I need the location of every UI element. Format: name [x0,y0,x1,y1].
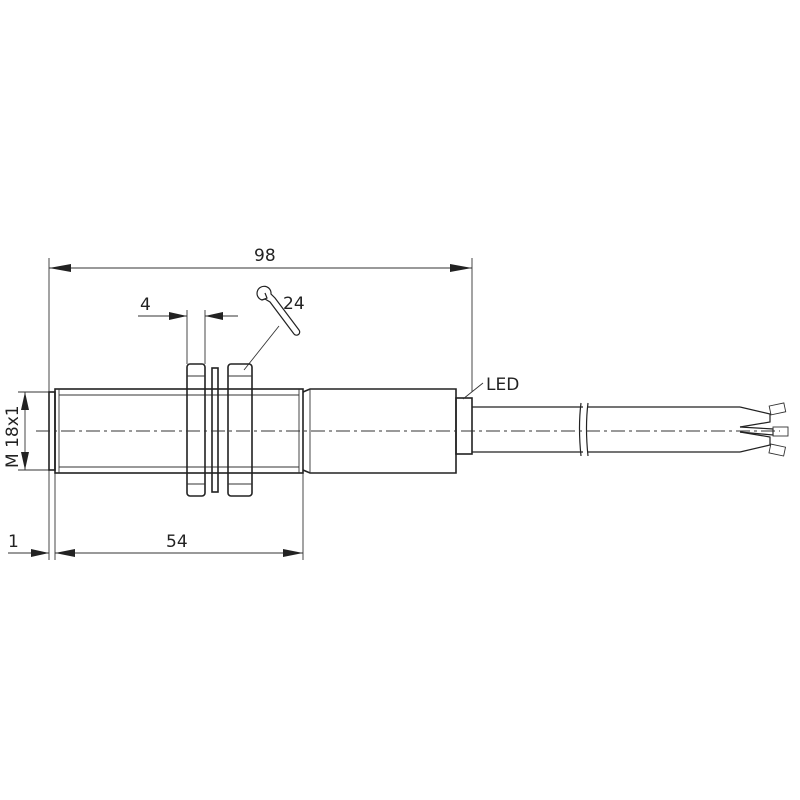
thread-length-label: 54 [166,532,188,552]
dimension-nut-thickness: 4 [138,295,238,364]
cable-wires [739,402,789,457]
led-callout: LED [462,375,519,400]
overall-length-label: 98 [254,246,276,266]
dimension-thread-spec: M 18x1 [3,391,49,471]
mounting-nuts [186,363,253,497]
dimension-overall-length: 98 [48,246,473,392]
dimension-thread-length: 1 54 [8,470,304,560]
wrench-size-label: 24 [283,294,305,314]
dimension-wrench-size: 24 [243,285,305,371]
wrench-icon [256,285,301,336]
nut-front [186,363,206,497]
nut-rear [227,363,253,497]
offset-label: 1 [8,532,19,552]
cable [472,402,789,457]
thread-spec-label: M 18x1 [3,405,23,468]
nut-thickness-label: 4 [140,295,151,315]
lock-washer [211,367,219,493]
led-label: LED [486,375,519,395]
